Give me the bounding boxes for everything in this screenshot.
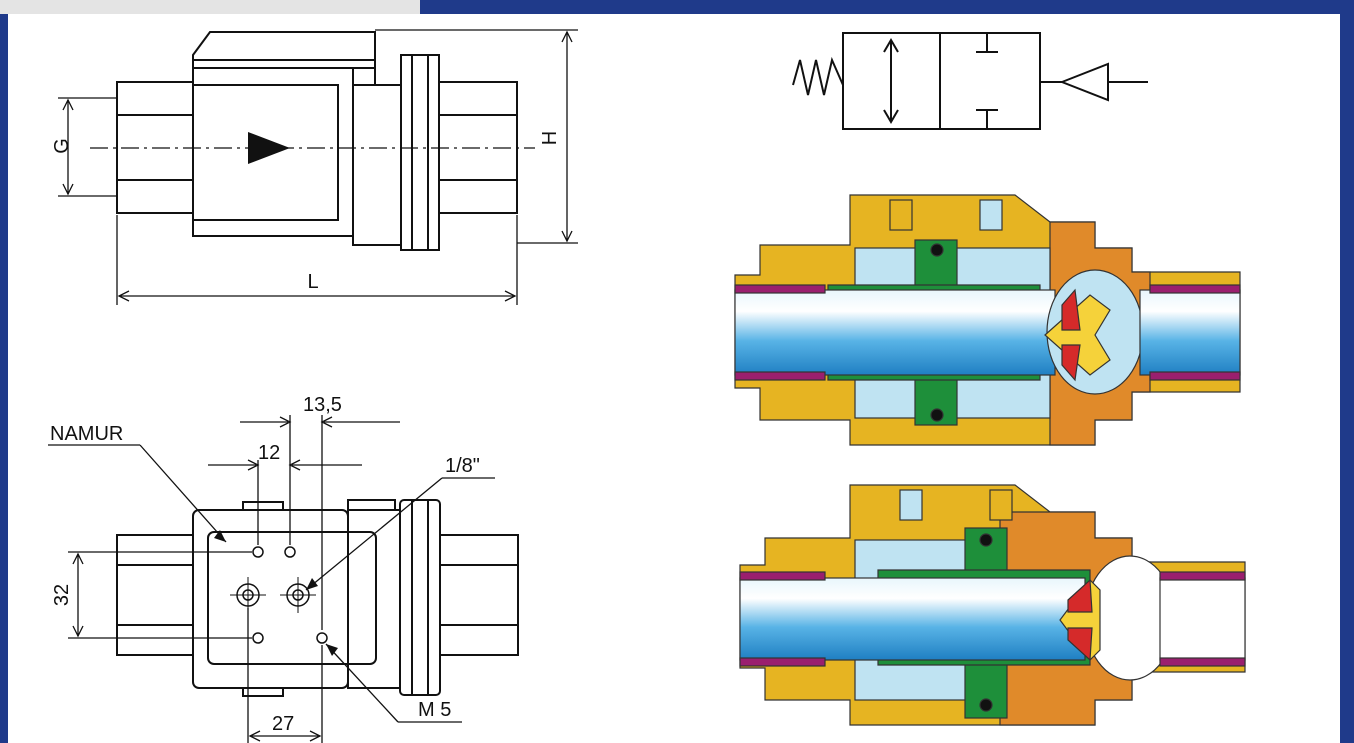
side-view-drawing <box>90 31 535 251</box>
frame-top-border <box>420 0 1354 14</box>
vane-red-bottom-2 <box>1067 627 1093 662</box>
flange <box>400 54 440 251</box>
spring-icon <box>792 56 844 96</box>
leader-arrow-namur-icon <box>214 530 226 542</box>
pilot-triangle-icon <box>1059 62 1109 102</box>
vane-red-top <box>1061 288 1081 331</box>
frame-left-border <box>0 14 8 743</box>
seal-right-top <box>1149 284 1241 294</box>
label-h: H <box>539 131 561 145</box>
leader-lines <box>48 444 495 723</box>
flow-arrow-icon <box>248 132 290 164</box>
label-dim-27: 27 <box>272 713 294 735</box>
vane-red-top-2 <box>1067 578 1093 613</box>
flow-tube-2 <box>739 577 1086 661</box>
hole-top-right <box>284 546 296 558</box>
label-l: L <box>307 271 318 293</box>
label-thread-1-8: 1/8" <box>445 455 480 477</box>
vane-red-bottom <box>1061 344 1081 382</box>
dimension-h <box>375 29 578 244</box>
pneumatic-symbol <box>792 32 1148 130</box>
label-namur: NAMUR <box>50 423 123 445</box>
seal-left-top <box>734 284 826 294</box>
label-dim-32: 32 <box>51 584 73 606</box>
cutaway-closed <box>734 194 1241 446</box>
cutaway-open <box>739 484 1246 726</box>
seal-left-bottom-2 <box>739 657 826 667</box>
dimension-l <box>116 215 518 305</box>
leader-arrow-m5-icon <box>326 644 338 656</box>
seal-right-top-2 <box>1159 571 1246 581</box>
seal-left-bottom <box>734 371 826 381</box>
mounting-holes <box>230 546 328 644</box>
hole-bottom-right <box>316 632 328 644</box>
frame-right-border <box>1340 0 1354 743</box>
label-m5: M 5 <box>418 699 451 721</box>
dimension-g <box>58 97 117 197</box>
label-dim-12: 12 <box>258 442 280 464</box>
label-g: G <box>51 138 73 154</box>
hole-top-left <box>252 546 264 558</box>
top-gray-strip <box>0 0 420 14</box>
top-view-dimensions <box>68 415 400 743</box>
vane-yellow <box>1044 294 1111 376</box>
top-view-left-connector <box>116 534 194 656</box>
top-view-drawing <box>116 499 519 697</box>
seal-left-top-2 <box>739 571 826 581</box>
seal-right-bottom <box>1149 371 1241 381</box>
label-dim-13-5: 13,5 <box>303 394 342 416</box>
flow-tube <box>734 289 1056 376</box>
leader-arrow-thread-icon <box>306 578 318 590</box>
hole-bottom-left <box>252 632 264 644</box>
top-view-right-connector <box>439 534 519 656</box>
seal-right-bottom-2 <box>1159 657 1246 667</box>
